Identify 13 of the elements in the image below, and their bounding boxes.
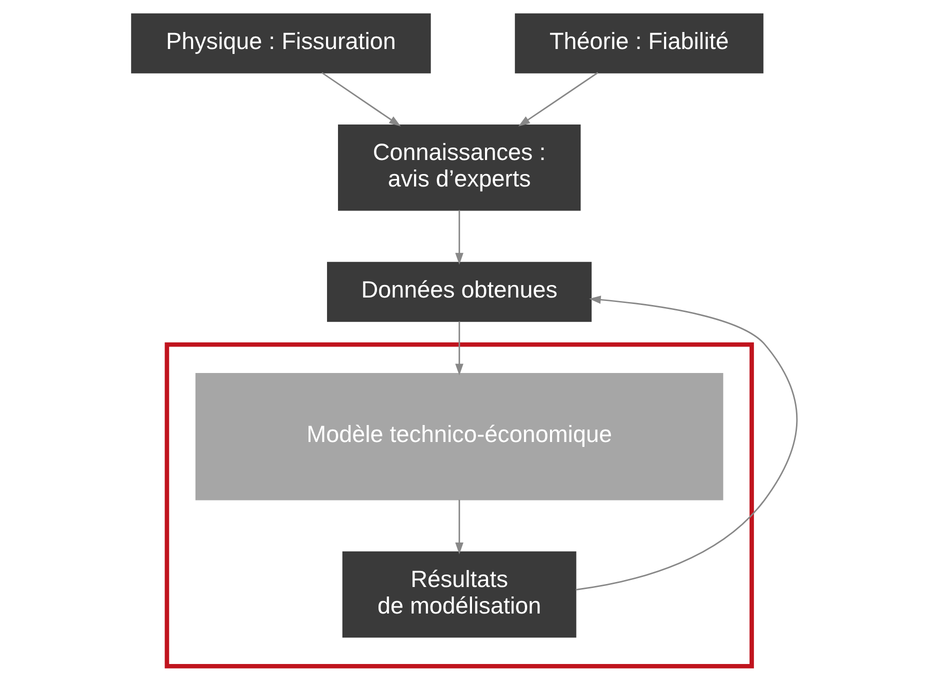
arrow (454, 321, 463, 376)
arrow (518, 72, 598, 126)
node-box: Théorie : Fiabilité (514, 13, 763, 74)
node-box: Physique : Fissuration (130, 13, 430, 74)
arrow (320, 72, 400, 126)
node-box: Modèle technico-économique (194, 373, 723, 500)
cluster (164, 342, 754, 668)
arrow (575, 296, 798, 590)
arrow (454, 500, 463, 554)
node-box: Connaissances : avis d’experts (338, 124, 580, 211)
node-box: Données obtenues (326, 262, 592, 322)
arrow (454, 210, 463, 265)
node-box: Résultats de modélisation (342, 551, 576, 638)
